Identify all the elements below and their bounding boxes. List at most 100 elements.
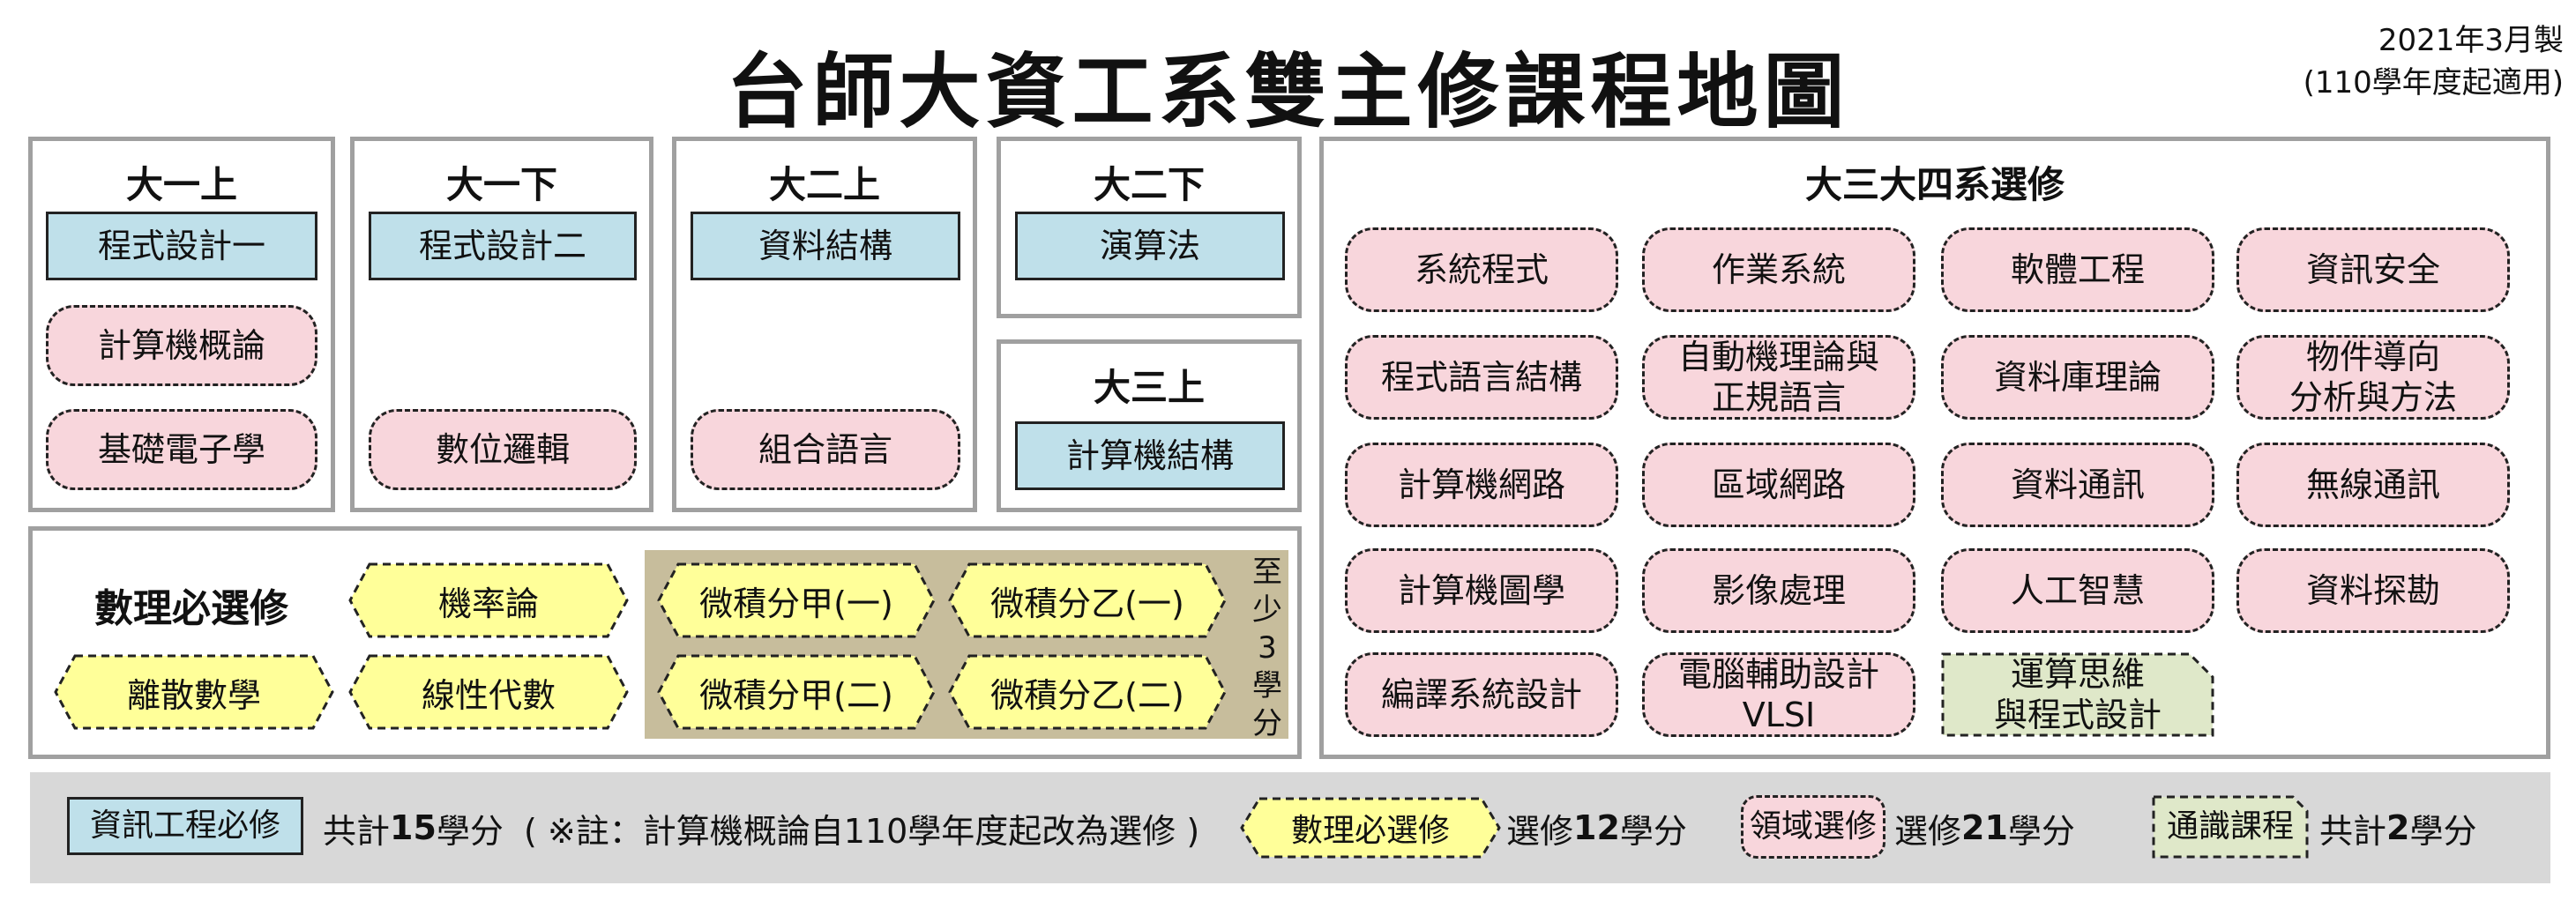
min-note-char: 分: [1252, 706, 1282, 741]
credits-prefix: 共計: [2319, 811, 2387, 851]
elective-course: 資料庫理論: [1941, 335, 2214, 420]
general-course: 運算思維 與程式設計: [1941, 652, 2214, 737]
elective-course: 軟體工程: [1941, 227, 2214, 312]
semester-heading: 大一下: [445, 163, 557, 206]
elective-course: 自動機理論與 正規語言: [1642, 335, 1915, 420]
elective-course: 計算機網路: [1345, 443, 1618, 527]
elective-course: 程式語言結構: [1345, 335, 1618, 420]
credits-suffix: 學分: [1619, 811, 1687, 851]
general-course-label: 運算思維 與程式設計: [1993, 655, 2162, 734]
math-course: 微積分甲(一): [657, 562, 936, 638]
math-course-shape: [348, 562, 629, 638]
min-note-char: 學: [1252, 668, 1282, 703]
elective-course: 作業系統: [1642, 227, 1915, 312]
semester-panel-y1a: 大一上 程式設計一 計算機概論 基礎電子學: [28, 137, 335, 512]
semester-heading: 大一上: [125, 163, 237, 206]
elective-course: 資料通訊: [1941, 443, 2214, 527]
min-note-char: 3: [1258, 630, 1277, 666]
math-course-shape: [657, 562, 936, 638]
legend-math-shape: [1240, 797, 1501, 859]
elective-course: 系統程式: [1345, 227, 1618, 312]
legend-required-swatch: 資訊工程必修: [67, 797, 303, 855]
required-course: 程式設計二: [369, 212, 637, 280]
electives-heading: 大三大四系選修: [1804, 163, 2065, 206]
math-course-label: 線性代數: [421, 675, 556, 715]
semester-heading: 大二下: [1093, 163, 1205, 206]
credits-suffix: 學分: [2007, 811, 2075, 851]
math-course-label: 微積分乙(二): [990, 675, 1184, 715]
math-label: 數理必選修: [94, 586, 288, 631]
elective-course: 資料探勘: [2236, 548, 2510, 633]
math-course-shape: [948, 562, 1227, 638]
semester-panel-y1b: 大一下 程式設計二 數位邏輯: [350, 137, 653, 512]
credits-suffix: 學分: [2409, 811, 2477, 851]
domain-elective: 數位邏輯: [369, 409, 637, 490]
math-course-label: 微積分甲(二): [699, 675, 893, 715]
elective-course: 計算機圖學: [1345, 548, 1618, 633]
elective-course: 物件導向 分析與方法: [2236, 335, 2510, 420]
math-course: 微積分乙(一): [948, 562, 1227, 638]
elective-course: 人工智慧: [1941, 548, 2214, 633]
semester-panel-y2b: 大二下 演算法: [997, 137, 1302, 318]
math-panel: 數理必選修 機率論離散數學 線性代數 微積分甲(一) 微積分乙(一) 微積分甲(二) 微積…: [28, 526, 1302, 759]
math-course-label: 機率論: [437, 584, 539, 623]
semester-panel-y2a: 大二上 資料結構 組合語言: [672, 137, 977, 512]
math-course: 機率論: [348, 562, 629, 638]
elective-course: 影像處理: [1642, 548, 1915, 633]
math-course-shape: [348, 654, 629, 730]
general-course-shape: [1941, 652, 2214, 737]
credits-number: 15: [390, 808, 437, 847]
math-course-shape: [657, 654, 936, 730]
credits-number: 21: [1961, 808, 2008, 847]
math-course: 微積分乙(二): [948, 654, 1227, 730]
elective-course: 編譯系統設計: [1345, 652, 1618, 737]
min-credit-note: 至 少 3 學 分: [1250, 554, 1285, 743]
domain-elective: 基礎電子學: [46, 409, 317, 490]
required-course: 程式設計一: [46, 212, 317, 280]
required-course: 計算機結構: [1015, 421, 1285, 490]
math-course: 微積分甲(二): [657, 654, 936, 730]
min-note-char: 少: [1252, 592, 1282, 628]
semester-heading: 大三上: [1093, 366, 1205, 409]
credits-suffix: 學分: [436, 811, 504, 851]
math-course-shape: [948, 654, 1227, 730]
credits-prefix: 共計: [323, 811, 391, 851]
legend-general-label: 通識課程: [2166, 808, 2294, 845]
domain-elective: 計算機概論: [46, 305, 317, 386]
math-course-shape: [54, 654, 334, 730]
semester-panel-y3a: 大三上 計算機結構: [997, 339, 1302, 512]
required-course: 演算法: [1015, 212, 1285, 280]
legend-general-shape: [2152, 795, 2309, 859]
min-note-char: 至: [1252, 554, 1282, 590]
legend-math-swatch: 數理必選修: [1240, 797, 1501, 859]
credits-prefix: 選修: [1506, 811, 1574, 851]
math-course: 線性代數: [348, 654, 629, 730]
elective-course: 資訊安全: [2236, 227, 2510, 312]
semester-heading: 大二上: [768, 163, 880, 206]
math-course: 離散數學: [54, 654, 334, 730]
domain-elective: 組合語言: [691, 409, 960, 490]
math-course-label: 微積分乙(一): [990, 584, 1184, 623]
legend-note: ( ※註：計算機概論自110學年度起改為選修 ): [524, 811, 1200, 851]
credits-number: 2: [2386, 808, 2410, 847]
electives-panel: 大三大四系選修 系統程式作業系統軟體工程資訊安全程式語言結構自動機理論與 正規語…: [1319, 137, 2550, 759]
math-course-label: 離散數學: [126, 675, 261, 715]
legend-general-swatch: 通識課程: [2152, 795, 2309, 859]
applicable-year: (110學年度起適用): [2303, 65, 2564, 100]
required-course: 資料結構: [691, 212, 960, 280]
math-course-label: 微積分甲(一): [699, 584, 893, 623]
legend-math-label: 數理必選修: [1290, 813, 1450, 849]
elective-course: 電腦輔助設計 VLSI: [1642, 652, 1915, 737]
legend-domain-swatch: 領域選修: [1741, 795, 1885, 859]
page-title: 台師大資工系雙主修課程地圖: [726, 44, 1850, 139]
date-note: 2021年3月製 (110學年度起適用): [2303, 19, 2564, 104]
date-made: 2021年3月製: [2378, 23, 2564, 58]
credits-prefix: 選修: [1894, 811, 1962, 851]
elective-course: 區域網路: [1642, 443, 1915, 527]
credits-number: 12: [1573, 808, 1620, 847]
